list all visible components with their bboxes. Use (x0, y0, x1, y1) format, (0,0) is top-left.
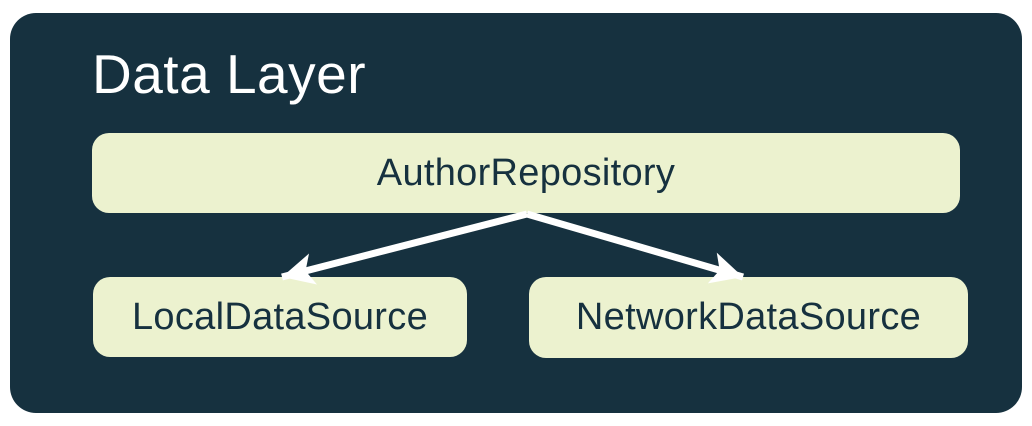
node-local-data-source-label: LocalDataSource (131, 295, 428, 338)
node-author-repository-label: AuthorRepository (376, 151, 676, 194)
node-author-repository: AuthorRepository (92, 133, 960, 213)
data-layer-container: Data Layer AuthorRepository LocalDataSou… (10, 13, 1022, 413)
node-network-data-source: NetworkDataSource (529, 277, 968, 358)
diagram-title: Data Layer (92, 43, 367, 105)
node-local-data-source: LocalDataSource (93, 277, 467, 357)
node-network-data-source-label: NetworkDataSource (575, 296, 922, 338)
